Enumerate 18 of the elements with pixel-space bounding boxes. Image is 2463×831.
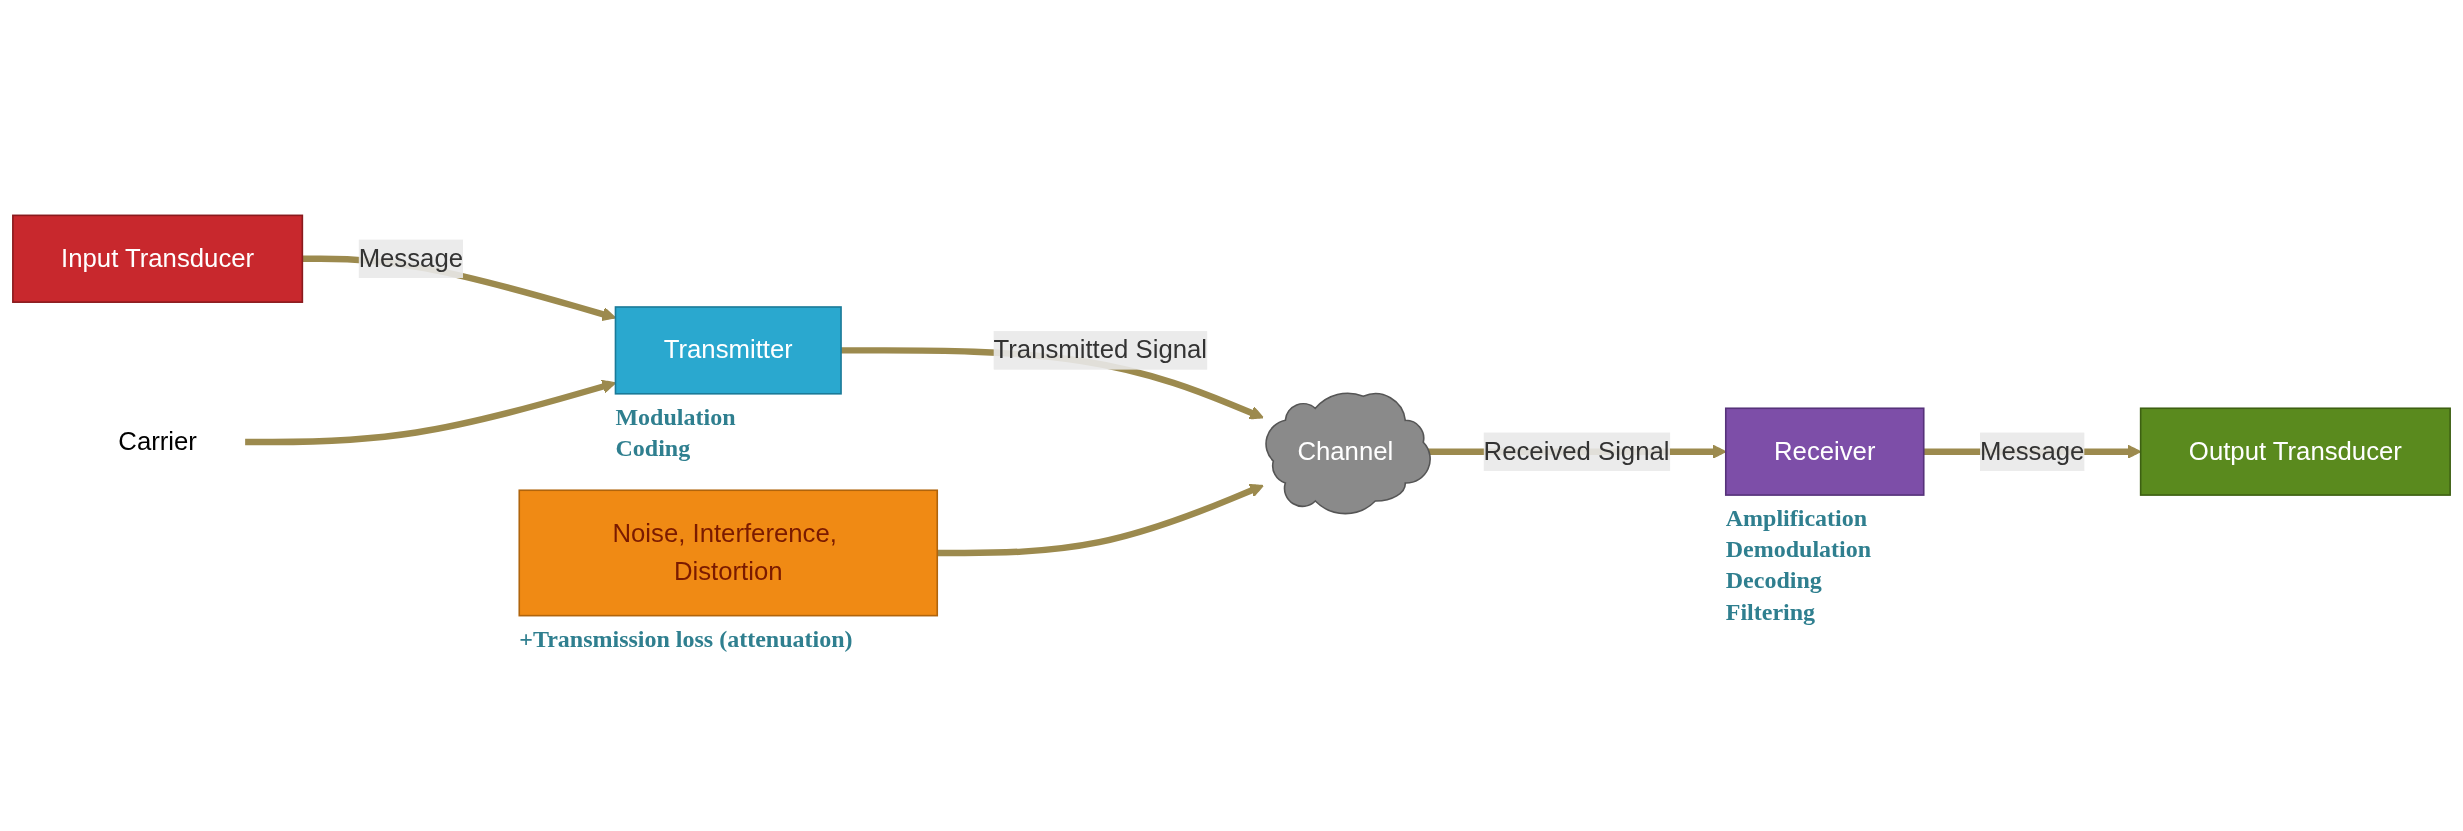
annotation-text: Demodulation [1725,535,1872,565]
annotation-text: Coding [615,433,692,463]
edge-label: Received Signal [1483,437,1670,465]
node-box: Noise, Interference, Distortion [518,489,939,617]
node-box: Transmitter [614,306,842,395]
node-text: Carrier [118,427,197,455]
edge-label: Message [358,244,463,272]
annotation-text: +Transmission loss (attenuation) [519,624,853,654]
node-box: Receiver [1724,407,1925,496]
annotation-text: Decoding [1725,566,1823,596]
node-box: Input Transducer [12,214,304,303]
annotation-text: Amplification [1725,504,1869,534]
edge-label: Message [1980,437,2085,465]
arrow [937,483,1264,557]
annotation-text: Modulation [615,402,736,432]
node-box: Output Transducer [2139,407,2451,496]
annotation-text: Filtering [1725,597,1817,627]
edge-label: Transmitted Signal [993,335,1208,364]
